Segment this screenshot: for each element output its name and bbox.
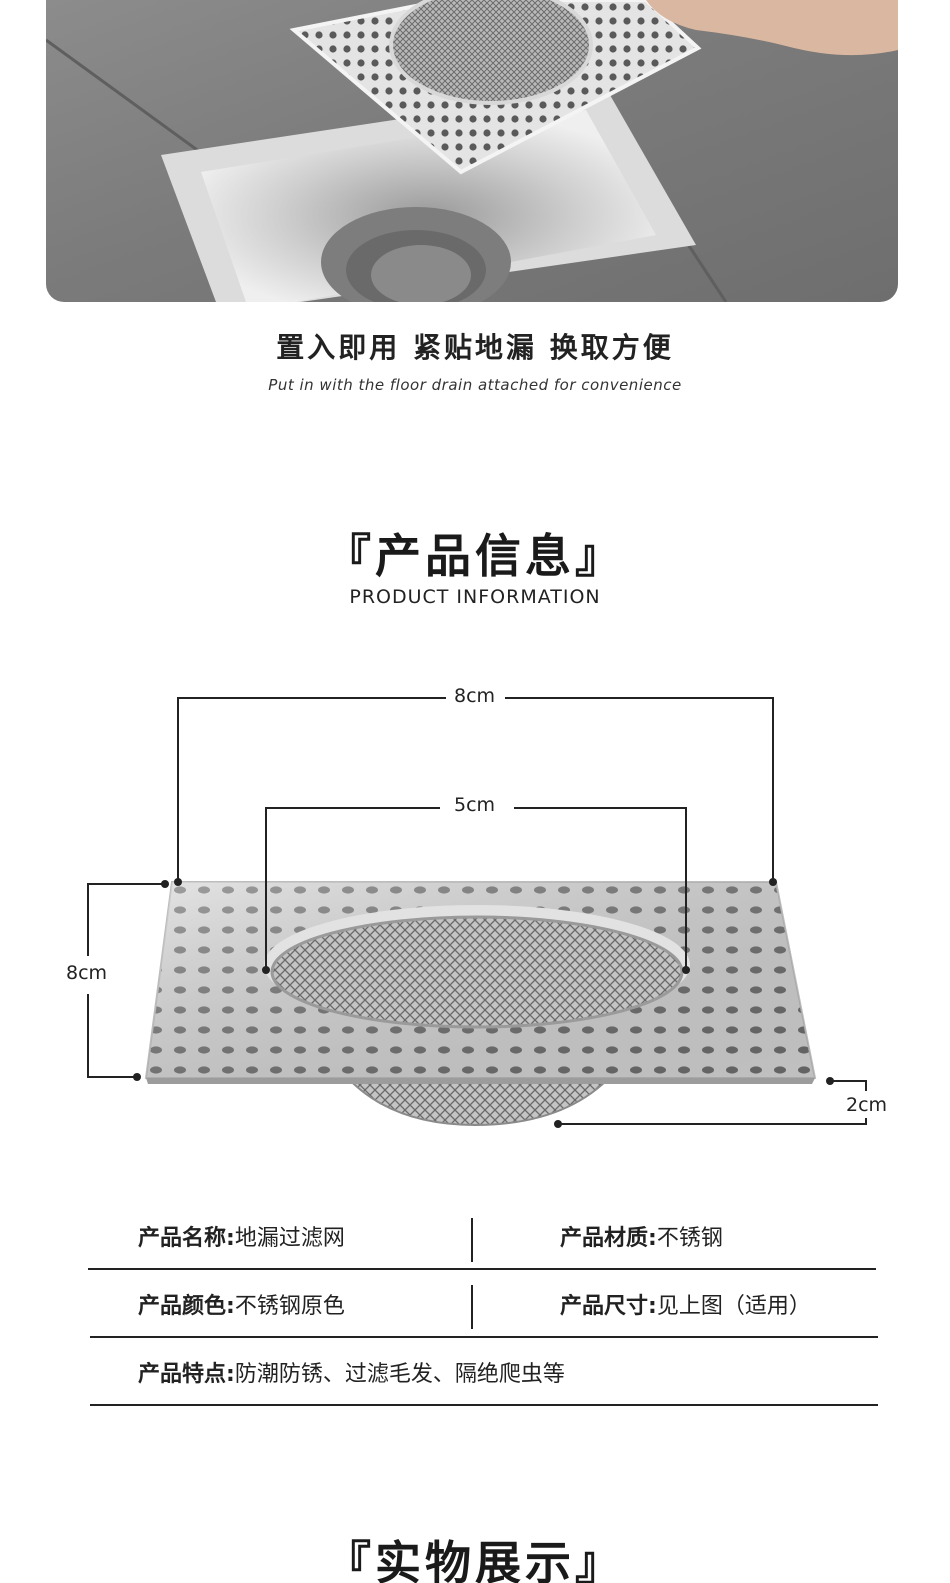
spec-material-value: 不锈钢 [656, 1226, 723, 1251]
spec-material: 产品材质: 不锈钢 [560, 1220, 723, 1252]
product-photo-drain-in-use [46, 0, 898, 302]
spec-color-value: 不锈钢原色 [234, 1294, 345, 1319]
spec-size: 产品尺寸: 见上图（适用） [560, 1288, 811, 1320]
spec-size-value: 见上图（适用） [656, 1294, 811, 1319]
photo-caption-english: Put in with the floor drain attached for… [268, 376, 682, 394]
spec-features-value: 防潮防锈、过滤毛发、隔绝爬虫等 [234, 1362, 565, 1387]
spec-color: 产品颜色: 不锈钢原色 [138, 1288, 345, 1320]
dimension-diagram: 8cm 5cm 8cm 2cm [0, 660, 950, 1160]
product-info-subtitle: PRODUCT INFORMATION [349, 586, 601, 608]
spec-divider-2 [471, 1285, 473, 1329]
spec-size-label: 产品尺寸: [560, 1294, 657, 1319]
spec-material-label: 产品材质: [560, 1226, 657, 1251]
spec-row-2: 产品颜色: 不锈钢原色 产品尺寸: 见上图（适用） [90, 1272, 878, 1338]
showcase-title: 『实物展示』 [325, 1536, 625, 1583]
spec-features-label: 产品特点: [138, 1362, 235, 1387]
dimension-depth: 2cm [846, 1094, 888, 1116]
spec-row-1: 产品名称: 地漏过滤网 产品材质: 不锈钢 [88, 1204, 876, 1270]
dimension-height: 8cm [58, 962, 116, 984]
photo-caption-chinese: 置入即用 紧贴地漏 换取方便 [276, 331, 674, 364]
spec-name-label: 产品名称: [138, 1226, 235, 1251]
spec-row-3: 产品特点: 防潮防锈、过滤毛发、隔绝爬虫等 [90, 1340, 878, 1406]
spec-divider-1 [471, 1218, 473, 1262]
dimension-outer-width: 8cm [446, 685, 504, 707]
photo-illustration [46, 0, 898, 302]
spec-name: 产品名称: 地漏过滤网 [138, 1220, 345, 1252]
spec-color-label: 产品颜色: [138, 1294, 235, 1319]
dimension-drawing [87, 697, 867, 1128]
spec-name-value: 地漏过滤网 [234, 1226, 345, 1251]
spec-features: 产品特点: 防潮防锈、过滤毛发、隔绝爬虫等 [138, 1356, 565, 1388]
dimension-basket-width: 5cm [446, 794, 504, 816]
product-info-title: 『产品信息』 [325, 529, 625, 583]
